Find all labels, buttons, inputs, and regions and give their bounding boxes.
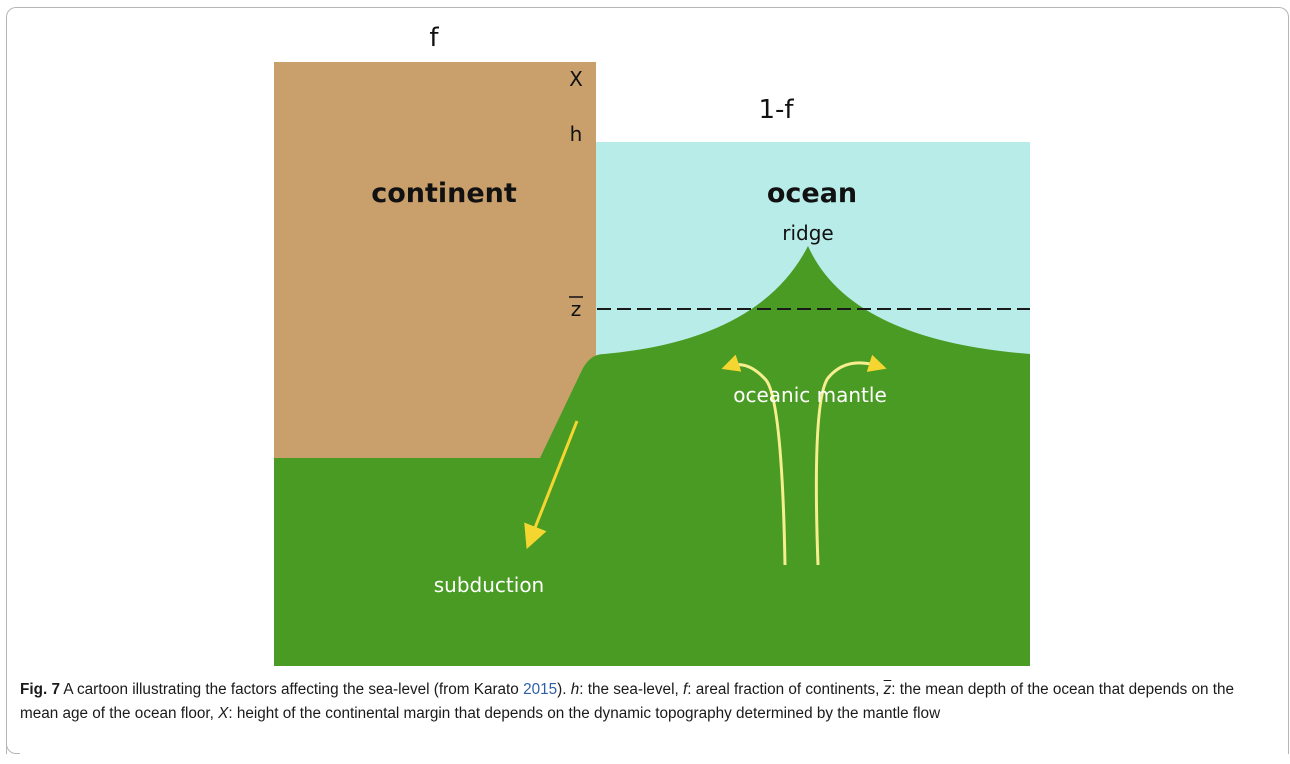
caption-z-symbol: z — [883, 681, 892, 698]
continent-block — [274, 62, 596, 460]
label-subduction: subduction — [434, 573, 544, 597]
label-ocean: ocean — [767, 178, 857, 209]
mantle-flow-left-arrow — [721, 354, 787, 566]
subduction-arrow — [524, 420, 579, 550]
caption-reference-link[interactable]: 2015 — [523, 681, 558, 698]
mantle-flow-right-arrow — [814, 354, 887, 566]
caption-text-2: ). — [557, 681, 571, 698]
label-oceanic-mantle: oceanic mantle — [733, 383, 887, 407]
label-h: h — [570, 122, 583, 146]
caption-f-symbol: f — [682, 681, 688, 698]
label-one-minus-f: 1-f — [758, 95, 794, 125]
caption-fig-label: Fig. 7 — [20, 681, 60, 698]
caption-text-1: A cartoon illustrating the factors affec… — [59, 681, 524, 698]
label-X: X — [569, 67, 583, 91]
figure-frame — [6, 7, 1289, 754]
label-f: f — [429, 23, 439, 53]
caption-f-desc: : areal fraction of continents, — [687, 681, 884, 698]
caption-z-desc: : the mean depth of the ocean that depen… — [20, 681, 1235, 722]
caption-x-symbol: X — [218, 705, 229, 722]
figure-frame-corner — [6, 740, 20, 754]
caption-h-desc: : the sea-level, — [579, 681, 683, 698]
mantle-region — [274, 246, 1030, 666]
caption-h-symbol: h — [570, 681, 580, 698]
figure-caption: Fig. 7 A cartoon illustrating the factor… — [20, 678, 1275, 726]
label-continent: continent — [371, 178, 517, 209]
caption-x-desc: : height of the continental margin that … — [228, 705, 941, 722]
label-ridge: ridge — [782, 221, 833, 245]
label-zbar: z — [571, 297, 582, 321]
sea-level-diagram: f 1-f X h z continent ocean ridge oceani… — [274, 23, 1030, 666]
